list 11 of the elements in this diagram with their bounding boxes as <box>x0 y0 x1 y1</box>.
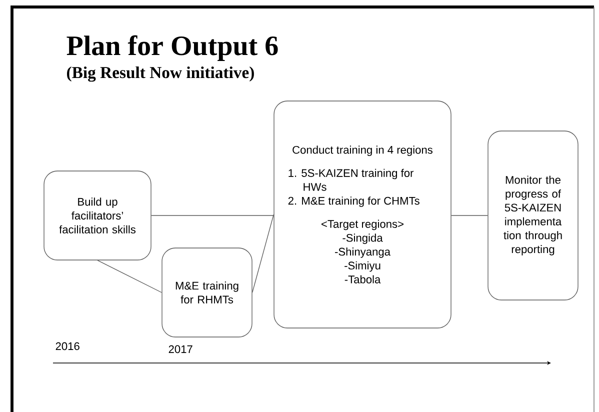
process-box: Monitor the progress of 5S-KAIZEN implementa tion through reporting <box>488 130 578 300</box>
process-box: M&E training for RHMTs <box>162 248 252 338</box>
subtitle: (Big Result Now initiative) <box>67 66 254 82</box>
connector-line <box>252 214 274 293</box>
connector-line <box>97 260 162 293</box>
process-box: Build up facilitators’ facilitation skills <box>44 170 152 260</box>
process-box: Conduct training in 4 regions 1. 5S-KAIZEN training for HWs 2. M&E training for CHMTs <Target regions> -Singida -Shinyanga -Simiyu -Tabola <box>274 100 452 328</box>
connector-line <box>151 215 274 216</box>
title: Plan for Output 6 <box>66 35 278 61</box>
year-label: 2016 <box>56 342 80 350</box>
connector-line <box>451 215 488 216</box>
